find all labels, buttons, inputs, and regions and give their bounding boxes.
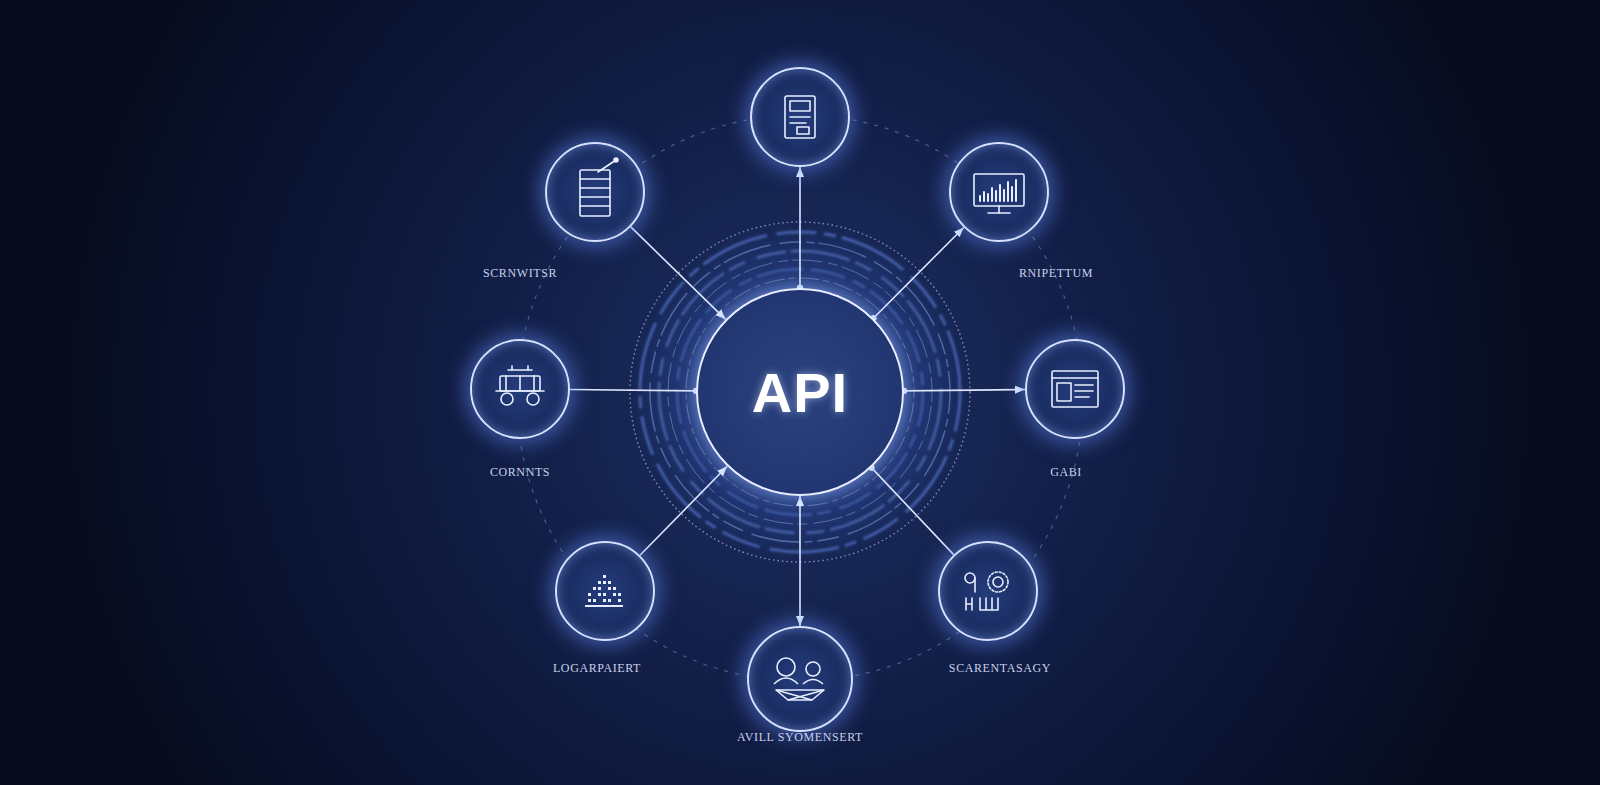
cart-wheel: [501, 393, 513, 405]
connector-arrow: [904, 390, 1025, 391]
gear-shape: [993, 577, 1003, 587]
service-circle: RNIPETTUM: [949, 142, 1049, 242]
server-icon: [580, 205, 610, 207]
grid-dot: [593, 587, 596, 590]
service-circle: LOGARPAIERT: [555, 541, 655, 641]
grid-dot: [588, 599, 591, 602]
grid-dot: [603, 599, 606, 602]
server-icon: [580, 196, 610, 198]
grid-dot: [613, 593, 616, 596]
window-icon: [1052, 371, 1098, 407]
glyph-lines: [966, 598, 998, 610]
grid-dot: [598, 581, 601, 584]
monitor-icon: [974, 174, 1024, 206]
gear-shape: [988, 572, 1008, 592]
cart-wheel: [527, 393, 539, 405]
person-body: [803, 680, 823, 685]
hub-circle: API: [696, 288, 904, 496]
document-icon: [790, 116, 810, 118]
service-circle: [750, 67, 850, 167]
document-icon: [790, 101, 810, 111]
window-icon: [1052, 377, 1098, 379]
grid-dot: [608, 581, 611, 584]
grid-dot: [598, 593, 601, 596]
document-icon: [790, 122, 806, 124]
hub-title: API: [752, 360, 848, 425]
server-icon: [598, 160, 616, 172]
window-icon: [1075, 390, 1093, 392]
person-body: [774, 678, 798, 684]
service-circle: AVILL SYOMENSERT: [747, 626, 853, 732]
grid-dot: [593, 599, 596, 602]
service-label: LOGARPAIERT: [553, 661, 641, 676]
grid-dot: [598, 587, 601, 590]
connector-arrow: [631, 227, 726, 319]
monitor-icon: [988, 212, 1010, 214]
grid-dot: [608, 599, 611, 602]
orbit-dashes: [517, 115, 1083, 681]
connector-arrow: [799, 167, 801, 288]
tray-icon: [788, 690, 824, 700]
grid-dot: [603, 575, 606, 578]
gear-icon: [965, 572, 1008, 610]
cart-icon: [508, 369, 532, 371]
connector-arrow: [570, 390, 696, 391]
grid-dot: [603, 581, 606, 584]
server-icon: [580, 178, 610, 180]
connector-arrow: [640, 466, 727, 555]
window-icon: [1075, 396, 1089, 398]
digit-shape: [974, 578, 976, 592]
service-label: AVILL SYOMENSERT: [737, 730, 863, 745]
digit-shape: [965, 573, 975, 583]
connector-arrow: [871, 468, 953, 555]
service-circle: SCRNWITSR: [545, 142, 645, 242]
person-head: [777, 658, 795, 676]
window-icon: [1075, 384, 1093, 386]
bar-chart-icon: [980, 180, 1016, 201]
icons: [496, 96, 1098, 407]
dot-grid-icon: [585, 575, 623, 607]
tray-icon: [776, 690, 812, 700]
service-label: SCRNWITSR: [483, 266, 557, 281]
server-icon: [580, 170, 610, 216]
people-icon: [774, 658, 824, 700]
server-icon: [580, 187, 610, 189]
connector-arrow: [873, 227, 963, 318]
service-label: SCARENTASAGY: [949, 661, 1051, 676]
service-label: RNIPETTUM: [1019, 266, 1093, 281]
grid-base: [585, 605, 623, 607]
grid-dot: [608, 587, 611, 590]
service-label: CORNNTS: [490, 465, 550, 480]
grid-dot: [618, 593, 621, 596]
service-label: GABI: [1050, 465, 1082, 480]
cart-icon: [500, 376, 540, 391]
tray-icon: [776, 690, 824, 700]
server-icon: [614, 158, 618, 162]
document-icon: [797, 127, 809, 134]
cart-icon: [527, 366, 529, 370]
grid-dot: [603, 593, 606, 596]
service-circle: SCARENTASAGY: [938, 541, 1038, 641]
cart-icon: [496, 390, 544, 392]
person-head: [806, 662, 820, 676]
service-circle: GABI: [1025, 339, 1125, 439]
grid-dot: [613, 587, 616, 590]
monitor-icon: [998, 206, 1000, 213]
cart-icon: [533, 376, 535, 391]
service-circle: CORNNTS: [470, 339, 570, 439]
grid-dot: [618, 599, 621, 602]
document-icon: [785, 96, 815, 138]
grid-dot: [588, 593, 591, 596]
window-icon: [1057, 383, 1071, 401]
connector-arrow: [799, 496, 801, 626]
cart-icon: [519, 376, 521, 391]
cart-icon: [505, 376, 507, 391]
cart-icon: [511, 366, 513, 370]
